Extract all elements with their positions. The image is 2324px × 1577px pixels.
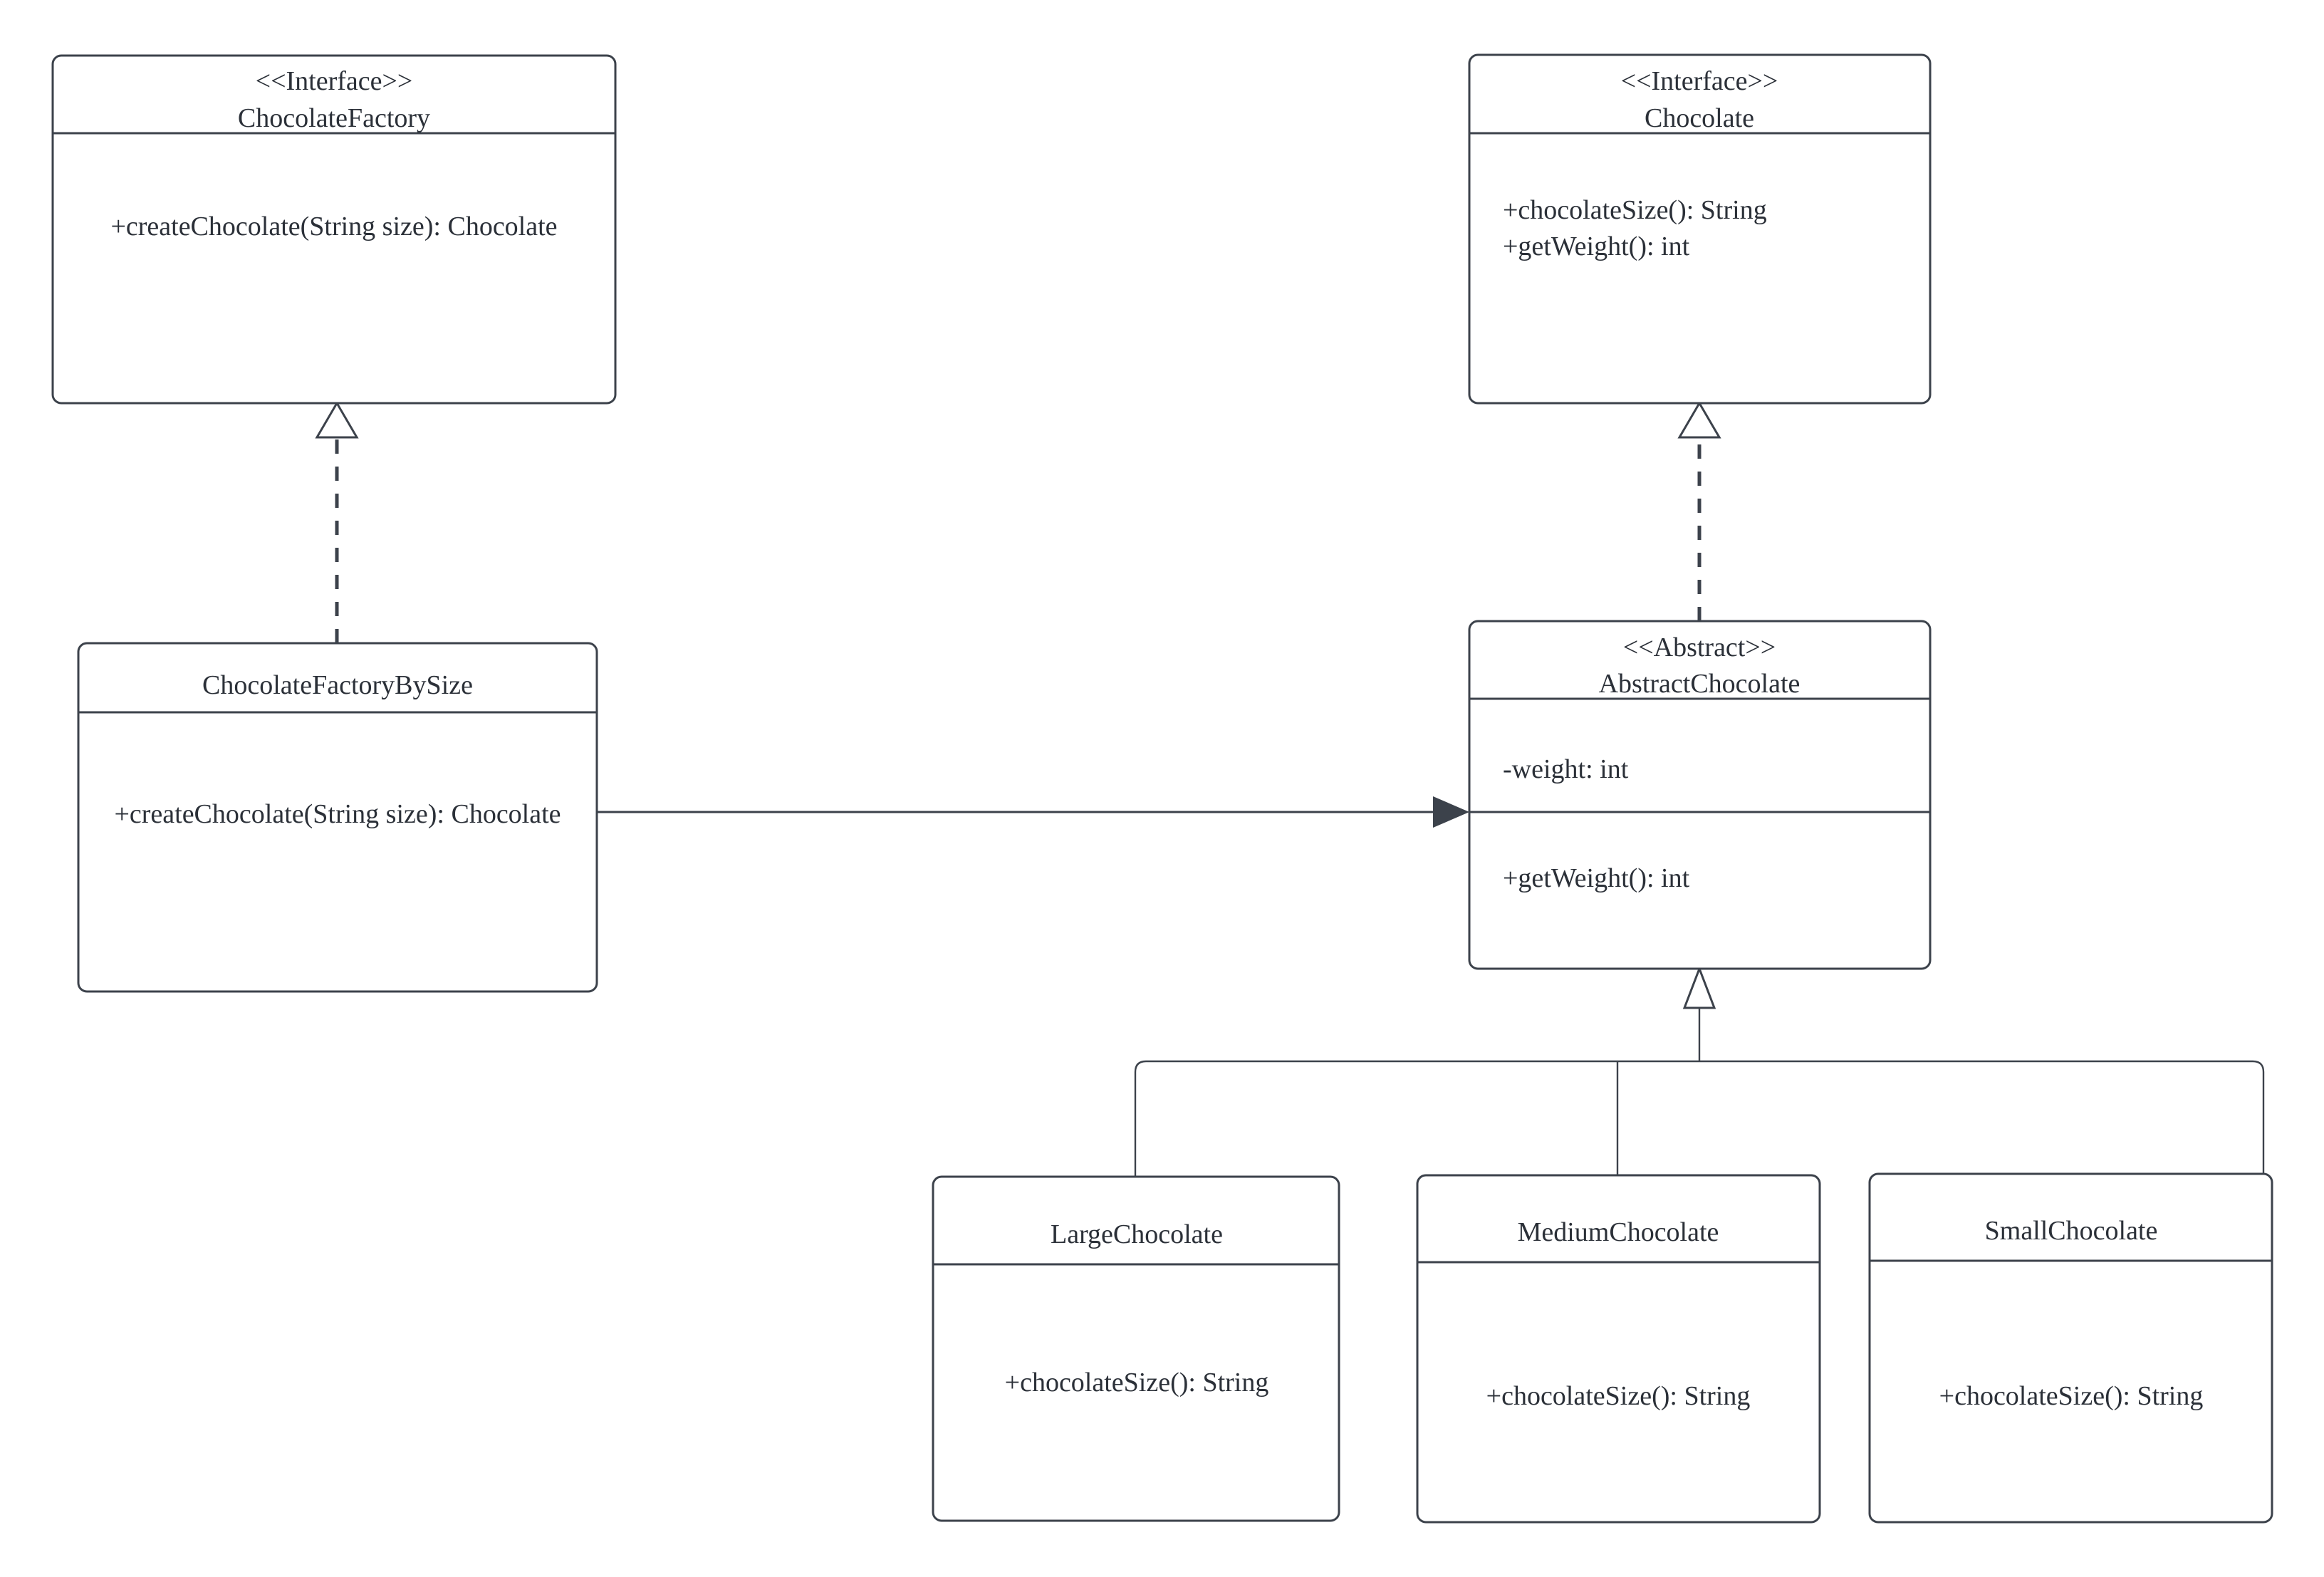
largechocolate-method-0: +chocolateSize(): String [1005,1368,1269,1398]
mediumchocolate-method-0: +chocolateSize(): String [1486,1381,1751,1411]
chocolate-stereotype: <<Interface>> [1621,66,1778,96]
class-box-mediumchocolate[interactable] [1416,1174,1821,1524]
chocolate-name: Chocolate [1645,103,1754,133]
edge-realization-chocolatefactory[interactable] [315,401,359,643]
chocolate-method-0: +chocolateSize(): String [1503,195,1767,225]
class-box-largechocolate[interactable] [932,1175,1340,1522]
class-box-smallchocolate[interactable] [1868,1172,2273,1524]
smallchocolate-method-0: +chocolateSize(): String [1939,1381,2204,1411]
chocolatefactorybysize-name: ChocolateFactoryBySize [202,670,473,700]
class-box-chocolatefactory[interactable] [51,54,617,405]
chocolatefactory-stereotype: <<Interface>> [256,66,413,96]
mediumchocolate-name: MediumChocolate [1518,1217,1719,1247]
abstractchocolate-stereotype: <<Abstract>> [1623,633,1776,662]
class-box-abstractchocolate[interactable] [1468,620,1932,970]
chocolate-method-1: +getWeight(): int [1503,231,1690,261]
largechocolate-name: LargeChocolate [1051,1219,1223,1249]
smallchocolate-name: SmallChocolate [1985,1216,2158,1246]
chocolatefactorybysize-method-0: +createChocolate(String size): Chocolate [114,799,561,829]
chocolatefactory-name: ChocolateFactory [238,103,430,133]
edge-generalization-tree[interactable] [1134,965,2265,1177]
chocolatefactory-method-0: +createChocolate(String size): Chocolate [110,212,557,241]
abstractchocolate-name: AbstractChocolate [1599,669,1801,699]
abstractchocolate-attribute-0: -weight: int [1503,754,1629,784]
edge-realization-chocolate[interactable] [1677,401,1721,621]
abstractchocolate-method-0: +getWeight(): int [1503,863,1690,893]
class-box-chocolatefactorybysize[interactable] [77,642,598,993]
class-box-chocolate[interactable] [1468,53,1932,405]
edge-association-abstractchocolate[interactable] [597,796,1469,828]
